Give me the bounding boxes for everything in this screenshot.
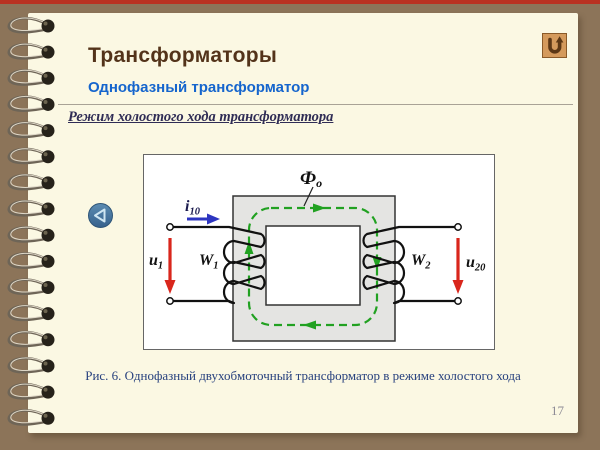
divider-line xyxy=(58,104,573,105)
u20-label: u20 xyxy=(466,254,486,274)
notebook-page: Трансформаторы Однофазный трансформатор … xyxy=(28,13,578,433)
secondary-winding xyxy=(362,225,458,305)
slide-subtitle: Однофазный трансформатор xyxy=(88,79,310,96)
w2-label: W2 xyxy=(411,252,431,272)
slide-title: Трансформаторы xyxy=(88,44,278,67)
u1-label: u1 xyxy=(149,252,163,272)
left-triangle-icon xyxy=(88,203,113,228)
u-turn-arrow-icon xyxy=(542,33,567,58)
flux-pointer-line xyxy=(303,186,314,207)
u20-arrow xyxy=(452,238,464,294)
flux-label: Фо xyxy=(300,168,322,190)
nav-back-button[interactable] xyxy=(88,202,114,229)
core-window xyxy=(265,225,361,306)
page-number: 17 xyxy=(551,403,564,418)
u1-arrow xyxy=(164,238,176,294)
top-red-border xyxy=(0,0,600,4)
terminals xyxy=(166,223,462,305)
section-heading: Режим холостого хода трансформатора xyxy=(68,109,334,125)
flux-loop xyxy=(244,203,382,330)
transformer-figure: Фо i10 u1 W1 W2 u20 xyxy=(143,154,495,350)
current-arrow xyxy=(187,213,220,225)
current-label: i10 xyxy=(185,198,201,218)
w1-label: W1 xyxy=(199,252,218,272)
primary-winding xyxy=(170,225,266,305)
return-button[interactable] xyxy=(542,33,567,58)
figure-caption: Рис. 6. Однофазный двухобмоточный трансф… xyxy=(85,368,521,383)
